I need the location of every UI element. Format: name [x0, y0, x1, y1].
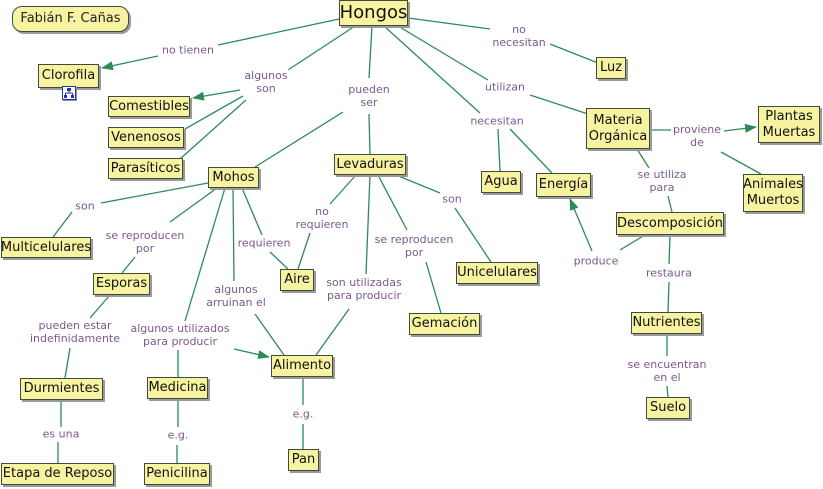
connector-mohos-sereproducen: [169, 187, 218, 223]
connector-mohos-arruinan: [232, 187, 235, 282]
concept-node-descomposicion[interactable]: Descomposición: [616, 212, 724, 235]
connector-utilizan-materia: [529, 94, 589, 115]
concept-node-alimento[interactable]: Alimento: [271, 355, 333, 377]
link-label-se-utiliza-para: se utiliza para: [636, 168, 688, 194]
hierarchy-icon[interactable]: [62, 86, 76, 100]
concept-node-agua[interactable]: Agua: [481, 171, 521, 193]
connector-esporas-puedenestar: [89, 294, 111, 319]
connector-levaduras-son: [395, 174, 441, 194]
link-label-algunos-utilizados: algunos utilizados para producir: [129, 322, 231, 348]
connector-seutiliza-descomp: [667, 195, 673, 213]
connector-hongos-necesitan: [383, 25, 481, 114]
connector-seencuentran-suelo: [666, 385, 669, 398]
link-label-eg-pan: e.g.: [291, 407, 315, 421]
link-label-pueden-estar: pueden estar indefinidamente: [29, 319, 121, 345]
link-label-produce: produce: [572, 254, 620, 268]
concept-node-levaduras[interactable]: Levaduras: [334, 154, 406, 175]
connector-levaduras-norequieren: [329, 174, 357, 205]
concept-node-nutrientes[interactable]: Nutrientes: [631, 312, 702, 334]
concept-node-etapa[interactable]: Etapa de Reposo: [1, 463, 114, 485]
concept-node-unicelulares[interactable]: Unicelulares: [456, 262, 538, 284]
link-label-son-mohos: son: [74, 199, 96, 213]
connector-restaura-nutrientes: [667, 281, 670, 313]
connector-hongos-algunos: [287, 25, 356, 71]
connector-levaduras-utilizadas: [365, 174, 371, 275]
connector-mohos-utilizados: [184, 187, 226, 322]
link-label-no-requieren: no requieren: [294, 205, 350, 231]
connector-produce-energia: [569, 198, 593, 252]
connector-hongos-nonecesitan: [407, 17, 491, 30]
connector-utilizadas-alimento: [315, 308, 350, 356]
concept-node-comestibles[interactable]: Comestibles: [108, 96, 190, 117]
link-label-se-encuentran: se encuentran en el: [626, 358, 708, 384]
link-label-se-reproducen-por-lev: se reproducen por: [373, 233, 455, 259]
connector-nonecesitan-luz: [549, 43, 599, 64]
concept-node-suelo[interactable]: Suelo: [646, 397, 690, 419]
concept-node-multicelulares[interactable]: Multicelulares: [1, 237, 91, 258]
link-label-necesitan: necesitan: [469, 114, 525, 128]
concept-node-aire[interactable]: Aire: [280, 269, 314, 291]
author-name: Fabián F. Cañas: [12, 6, 129, 32]
concept-node-animales[interactable]: Animales Muertos: [743, 174, 803, 212]
concept-node-venenosos[interactable]: Venenosos: [108, 127, 184, 148]
connector-puedenestar-durmientes: [64, 347, 71, 379]
connector-levaduras-sereproducen: [377, 174, 408, 231]
connector-son-multicelulares: [52, 211, 73, 238]
concept-node-energia[interactable]: Energía: [536, 173, 591, 197]
connector-pueden-mohos: [254, 111, 344, 168]
concept-node-esporas[interactable]: Esporas: [93, 273, 150, 295]
link-label-restaura: restaura: [644, 266, 694, 280]
link-label-no-necesitan: no necesitan: [491, 23, 547, 49]
link-label-algunos-son: algunos son: [243, 69, 289, 95]
connector-mohos-son: [100, 182, 209, 204]
connector-proviene-plantas: [723, 123, 757, 133]
concept-node-luz[interactable]: Luz: [596, 57, 626, 79]
concept-node-parasiticos[interactable]: Parasíticos: [108, 158, 183, 179]
connector-utilizados-alimento: [233, 348, 270, 359]
link-label-son-utilizadas: son utilizadas para producir: [325, 276, 403, 302]
concept-node-penicilina[interactable]: Penicilina: [144, 463, 210, 485]
link-label-se-reproducen-por-mohos: se reproducen por: [104, 229, 186, 255]
connector-hongos-pueden: [368, 25, 373, 79]
concept-node-mohos[interactable]: Mohos: [208, 167, 259, 188]
concept-node-clorofila[interactable]: Clorofila: [38, 64, 99, 88]
connector-sereproducen-esporas: [121, 256, 136, 274]
connector-descomp-produce: [619, 234, 646, 251]
link-label-son-lev: son: [441, 192, 463, 206]
connector-arruinan-alimento: [254, 313, 285, 356]
connector-algunos-parasiticos: [179, 99, 247, 160]
connector-necesitan-agua: [497, 128, 501, 172]
link-label-requieren: requieren: [236, 236, 292, 250]
connector-hongos-utilizan: [397, 25, 489, 81]
link-label-pueden-ser: pueden ser: [347, 83, 391, 109]
concept-node-hongos[interactable]: Hongos: [339, 0, 408, 26]
connector-son-unicelulares: [454, 207, 492, 263]
concept-node-materia[interactable]: Materia Orgánica: [586, 108, 650, 149]
connector-requieren-aire: [269, 251, 289, 270]
connector-sereproducen-gemacion: [425, 261, 442, 314]
connector-algunos-venenosos: [184, 95, 244, 130]
connector-notienen-clorofila: [101, 55, 159, 71]
connector-descomp-restaura: [668, 234, 671, 265]
concept-node-plantas[interactable]: Plantas Muertas: [758, 106, 820, 143]
connector-pueden-levaduras: [368, 113, 371, 155]
link-label-algunos-arruinan: algunos arruinan el: [205, 283, 267, 309]
link-label-no-tienen: no tienen: [160, 43, 216, 57]
link-label-proviene-de: proviene de: [671, 123, 723, 149]
connector-norequieren-aire: [297, 232, 311, 270]
connector-mohos-requieren: [241, 187, 263, 236]
connector-proviene-animales: [720, 151, 762, 175]
connector-hongos-notienen: [217, 18, 340, 46]
connector-necesitan-energia: [509, 128, 553, 174]
connector-algunos-comestibles: [192, 89, 241, 101]
concept-node-medicina[interactable]: Medicina: [147, 377, 208, 399]
concept-node-durmientes[interactable]: Durmientes: [20, 378, 103, 400]
link-label-eg-penicilina: e.g.: [166, 428, 190, 442]
link-label-es-una: es una: [41, 427, 81, 441]
concept-node-pan[interactable]: Pan: [288, 449, 319, 471]
concept-node-gemacion[interactable]: Gemación: [409, 313, 480, 335]
link-label-utilizan: utilizan: [484, 80, 526, 94]
connector-materia-seutiliza: [636, 148, 650, 169]
